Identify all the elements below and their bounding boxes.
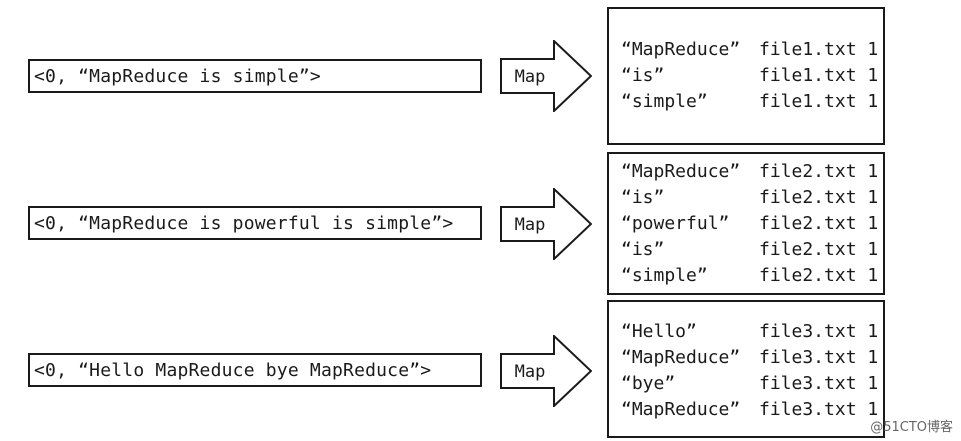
output-value: file1.txt 1 bbox=[759, 39, 879, 60]
watermark: @51CTO博客 bbox=[870, 420, 953, 435]
output-key: “MapReduce” bbox=[621, 399, 741, 420]
output-key: “is” bbox=[621, 187, 665, 208]
map-label: Map bbox=[515, 67, 546, 87]
output-value: file2.txt 1 bbox=[759, 213, 879, 234]
output-key: “is” bbox=[621, 239, 665, 260]
map-arrow-icon: Map bbox=[500, 40, 592, 112]
output-key: “bye” bbox=[621, 373, 676, 394]
output-key: “simple” bbox=[621, 91, 708, 112]
output-box-2: “MapReduce” file2.txt 1 “is” file2.txt 1 “… bbox=[607, 152, 885, 295]
output-key: “MapReduce” bbox=[621, 161, 741, 182]
output-value: file3.txt 1 bbox=[759, 399, 879, 420]
output-key: “MapReduce” bbox=[621, 39, 741, 60]
output-pair: “is” file2.txt 1 bbox=[621, 237, 883, 263]
output-pair: “MapReduce” file3.txt 1 bbox=[621, 345, 883, 371]
output-value: file2.txt 1 bbox=[759, 187, 879, 208]
map-arrow-2: Map bbox=[500, 188, 592, 260]
map-arrow-1: Map bbox=[500, 40, 592, 112]
output-pair: “powerful” file2.txt 1 bbox=[621, 211, 883, 237]
map-label: Map bbox=[515, 215, 546, 235]
map-arrow-icon: Map bbox=[500, 188, 592, 260]
map-arrow-3: Map bbox=[500, 335, 592, 407]
output-box-3: “Hello” file3.txt 1 “MapReduce” file3.txt … bbox=[607, 300, 885, 438]
output-key: “powerful” bbox=[621, 213, 730, 234]
output-box-1: “MapReduce” file1.txt 1 “is” file1.txt 1 “… bbox=[607, 7, 885, 145]
output-key: “is” bbox=[621, 65, 665, 86]
output-value: file2.txt 1 bbox=[759, 161, 879, 182]
output-pair: “MapReduce” file3.txt 1 bbox=[621, 397, 883, 423]
output-pair: “Hello” file3.txt 1 bbox=[621, 319, 883, 345]
output-value: file1.txt 1 bbox=[759, 65, 879, 86]
input-record-2: <0, “MapReduce is powerful is simple”> bbox=[28, 206, 482, 240]
output-key: “Hello” bbox=[621, 321, 697, 342]
output-value: file2.txt 1 bbox=[759, 265, 879, 286]
map-arrow-icon: Map bbox=[500, 335, 592, 407]
output-pair: “MapReduce” file1.txt 1 bbox=[621, 37, 883, 63]
output-pair: “is” file1.txt 1 bbox=[621, 63, 883, 89]
output-pair: “MapReduce” file2.txt 1 bbox=[621, 159, 883, 185]
output-pair: “bye” file3.txt 1 bbox=[621, 371, 883, 397]
output-pair: “simple” file2.txt 1 bbox=[621, 263, 883, 289]
map-label: Map bbox=[515, 362, 546, 382]
output-pair: “is” file2.txt 1 bbox=[621, 185, 883, 211]
output-pair: “simple” file1.txt 1 bbox=[621, 89, 883, 115]
input-record-3: <0, “Hello MapReduce bye MapReduce”> bbox=[28, 353, 482, 387]
output-value: file3.txt 1 bbox=[759, 321, 879, 342]
output-value: file3.txt 1 bbox=[759, 347, 879, 368]
output-value: file3.txt 1 bbox=[759, 373, 879, 394]
output-value: file2.txt 1 bbox=[759, 239, 879, 260]
output-key: “simple” bbox=[621, 265, 708, 286]
input-record-1: <0, “MapReduce is simple”> bbox=[28, 59, 482, 93]
output-value: file1.txt 1 bbox=[759, 91, 879, 112]
output-key: “MapReduce” bbox=[621, 347, 741, 368]
